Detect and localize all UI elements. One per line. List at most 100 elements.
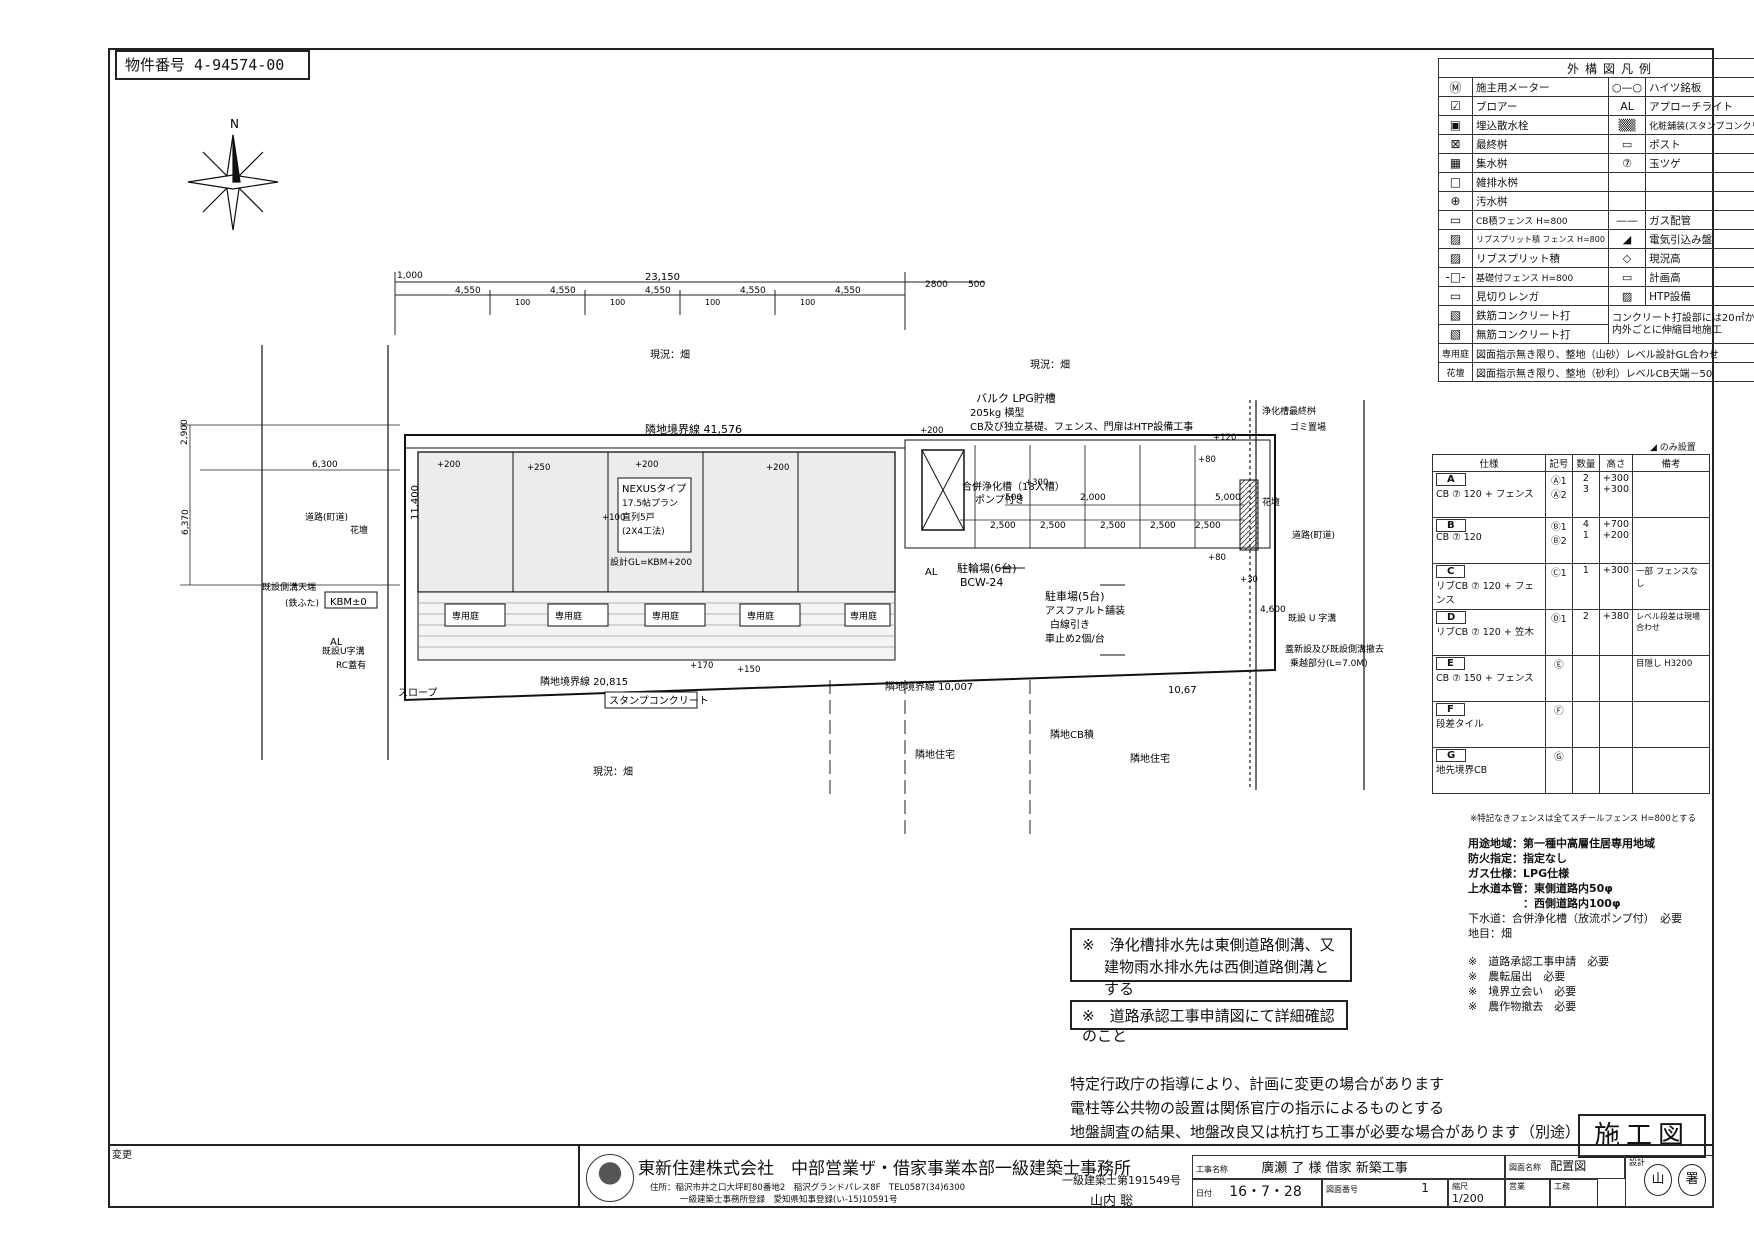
final-basin-icon: ⊠ (1437, 134, 1474, 154)
rib-split-fence-icon: ▨ (1437, 229, 1474, 249)
dim-top-4: 4,550 (645, 286, 671, 296)
dim-top-8: 500 (968, 280, 985, 290)
construction-cell: 工務 (1550, 1179, 1598, 1207)
dim-right-6: 2,500 (1150, 521, 1176, 531)
dim-top-small-2: 100 (705, 298, 720, 307)
level-1: +250 (527, 463, 550, 473)
road-permit-note: ※ 道路承認工事申請図にて詳細確認のこと (1070, 1000, 1348, 1045)
field-north-left: 現況：畑 (650, 348, 690, 361)
building-method: (2X4工法) (622, 525, 665, 537)
level-5: +300 (1025, 478, 1048, 488)
level-11: +30 (1240, 575, 1258, 585)
sewage-basin-icon: ⊕ (1437, 191, 1474, 211)
stamp-paving-icon: ▒▒ (1607, 115, 1647, 135)
neighbor-house-2: 隣地住宅 (1130, 752, 1170, 765)
neighbor-cb: 隣地CB積 (1050, 728, 1094, 741)
legend-row: -□-基礎付フェンス H=800▭計画高 (1437, 267, 1754, 287)
legend-title: 外構図凡例 (1438, 58, 1754, 78)
architect-reg: 一級建築士第191549号 (1062, 1174, 1181, 1187)
dim-right-7: 2,500 (1195, 521, 1221, 531)
drawing-no: 1 (1421, 1181, 1429, 1195)
gray-water-basin-icon: □ (1437, 172, 1474, 192)
design-gl: 設計GL=KBM+200 (610, 556, 692, 568)
dim-left-2: 11,400 (410, 485, 421, 520)
private-garden-5: 専用庭 (850, 610, 877, 622)
drawing-frame (108, 48, 1714, 1208)
lpg-label-3: CB及び独立基礎、フェンス、門扉はHTP設備工事 (970, 420, 1193, 433)
scale-cell: 縮尺 1/200 (1448, 1179, 1505, 1207)
septic-label-2: ポンプ付き (975, 493, 1025, 506)
only-note: ◢ のみ設置 (1650, 443, 1696, 453)
field-north-right: 現況：畑 (1030, 358, 1070, 371)
electric-panel-icon: ◢ (1607, 229, 1647, 249)
dim-right-5: 2,500 (1100, 521, 1126, 531)
north-label: N (230, 117, 239, 131)
meter-icon: Ⓜ (1437, 77, 1474, 97)
lpg-label-2: 205kg 横型 (970, 406, 1024, 419)
property-number: 物件番号 4-94574-00 (115, 50, 310, 80)
north-arrow-icon (187, 134, 279, 231)
dim-right-2: 500 (1005, 493, 1022, 503)
dim-left-3: 2,900 (180, 419, 190, 445)
title-block-rule (108, 1144, 1714, 1146)
dim-top-5: 4,550 (740, 286, 766, 296)
catch-basin-icon: ▦ (1437, 153, 1474, 173)
rib-split-icon: ▨ (1437, 248, 1474, 268)
legend-row: ▭CB積フェンス H=800——ガス配管 (1437, 210, 1754, 230)
change-label: 変更 (112, 1150, 132, 1161)
private-garden-2: 専用庭 (555, 610, 582, 622)
dim-right-8: 4,600 (1260, 605, 1286, 615)
project-cell: 工事名称 廣瀬 了 様 借家 新築工事 (1192, 1155, 1505, 1179)
date: 16・7・28 (1229, 1184, 1302, 1200)
flower-bed-right: 花壇 (1262, 496, 1280, 508)
legend-row: 専用庭図面指示無き限り、整地（山砂）レベル設計GL合わせ (1437, 343, 1754, 363)
dim-left-0: 6,300 (312, 460, 338, 470)
warnings: 特定行政庁の指導により、計画に変更の場合があります 電柱等公共物の設置は関係官庁… (1070, 1075, 1581, 1141)
boundary-south-3: 10,67 (1168, 685, 1197, 696)
bike-parking: 駐輪場(6台) (957, 561, 1017, 575)
approach-light-icon: AL (1607, 96, 1647, 116)
existing-level-icon: ◇ (1607, 248, 1647, 268)
business-cell: 営業 (1505, 1179, 1550, 1207)
level-10: +80 (1198, 455, 1216, 465)
al-marker-2: AL (330, 637, 343, 648)
requirements: ※ 道路承認工事申請 必要 ※ 農転届出 必要 ※ 境界立会い 必要 ※ 農作物… (1468, 955, 1610, 1013)
private-garden-4: 専用庭 (747, 610, 774, 622)
bike-parking-2: BCW-24 (960, 576, 1003, 589)
legend-row: ▨リブスプリット積 フェンス H=800◢電気引込み盤 (1437, 229, 1754, 249)
gas-pipe-icon: —— (1607, 210, 1647, 230)
design-seal: 山 (1644, 1164, 1672, 1196)
dim-top-small-1: 100 (610, 298, 625, 307)
existing-u-right: 既設 U 字溝 (1288, 612, 1336, 624)
al-marker-1: AL (925, 567, 938, 578)
drainage-note: ※ 浄化槽排水先は東側道路側溝、又 建物雨水排水先は西側道路側溝とする (1070, 928, 1352, 998)
nameplate-icon: ○—○ (1607, 77, 1647, 97)
road-label-right: 道路(町道) (1292, 529, 1335, 541)
drain-note-2: 乗越部分(L=7.0M) (1290, 657, 1368, 669)
architect-name: 山内 聡 (1090, 1194, 1134, 1209)
level-9: +120 (1213, 433, 1236, 443)
site-info: 用途地域：第一種中高層住居専用地域 防火指定：指定なし ガス仕様：LPG仕様 上… (1468, 837, 1683, 940)
dim-left-1: 6,370 (181, 509, 191, 535)
level-3: +200 (766, 463, 789, 473)
drawing-no-cell: 図面番号 1 (1322, 1179, 1448, 1207)
existing-handhole-2: (鉄ふた) (285, 597, 319, 609)
boundary-north: 隣地境界線 41,576 (645, 422, 742, 436)
dim-right-1: 2,000 (1080, 493, 1106, 503)
stamp-concrete: スタンプコンクリート (609, 695, 709, 707)
existing-u-left: 既設U字溝 (322, 645, 365, 657)
company-block: 東新住建株式会社 中部営業ザ・借家事業本部一級建築士事務所 住所：稲沢市井之口大… (578, 1146, 1131, 1208)
legend-row: ▧鉄筋コンクリート打コンクリート打設部には20㎡かつ4m内外ごとに伸縮目地施工 (1437, 305, 1754, 344)
parking-label-3: 白線引き (1050, 618, 1090, 631)
legend-row: ⊠最終桝▭ポスト (1437, 134, 1754, 154)
